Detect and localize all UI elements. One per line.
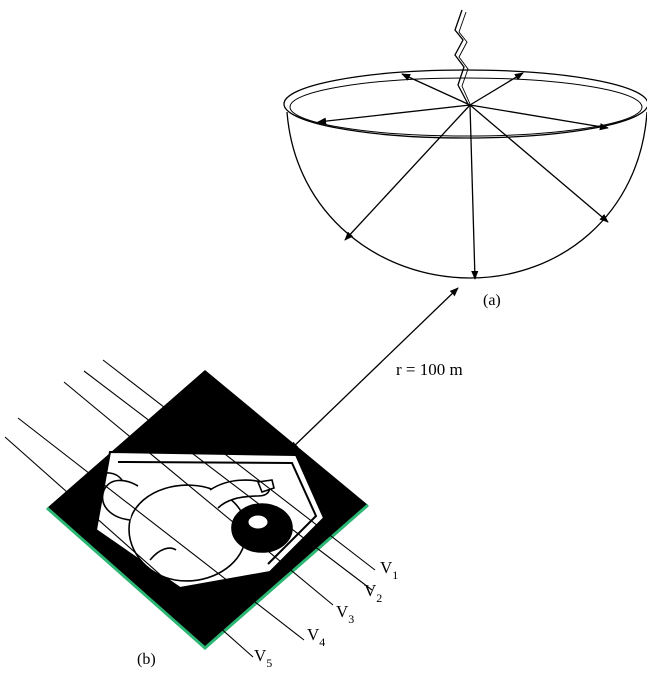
panel-a-label: (a) [483,292,501,309]
label-v3: V3 [336,602,354,626]
distance-indicator: r = 100 m [289,287,463,451]
label-v2: V2 [364,581,382,605]
person-sash [149,547,177,561]
field-line-v5 [4,436,254,658]
arrow-down-right [469,104,609,223]
hemisphere-rim-outer [283,69,647,139]
arrow-down-left [344,104,471,241]
arrow-right [469,104,609,131]
field-line-v1 [102,359,376,571]
hemisphere-bowl [286,111,647,279]
field-line-v4 [17,417,305,641]
label-v1: V1 [380,558,398,582]
arrow-up-left [401,73,471,106]
person-on-carpet-figure: V1 V2 V3 V4 V5 (b) [4,359,398,670]
person-face [247,514,269,530]
arrow-up-right [469,72,524,106]
field-line-labels: V1 V2 V3 V4 V5 [254,558,398,670]
radiation-arrows [317,72,609,280]
carpet-edge [46,503,369,650]
field-lines [4,359,376,658]
lightning-bolt [454,9,469,105]
field-line-v3 [63,381,334,606]
field-line-v2 [83,370,373,591]
arrow-down [469,104,479,280]
arrow-left [317,104,471,125]
hemisphere-figure: (a) [283,9,647,309]
label-v4: V4 [307,625,325,649]
hemisphere-rim-inner [289,77,643,137]
person-foot [95,472,123,481]
distance-label: r = 100 m [396,360,463,379]
label-v5: V5 [254,646,272,670]
lightning-bolt-shadow [458,11,471,105]
distance-arrow [289,287,459,451]
person-arm [209,479,271,509]
panel-b-label: (b) [137,651,156,668]
